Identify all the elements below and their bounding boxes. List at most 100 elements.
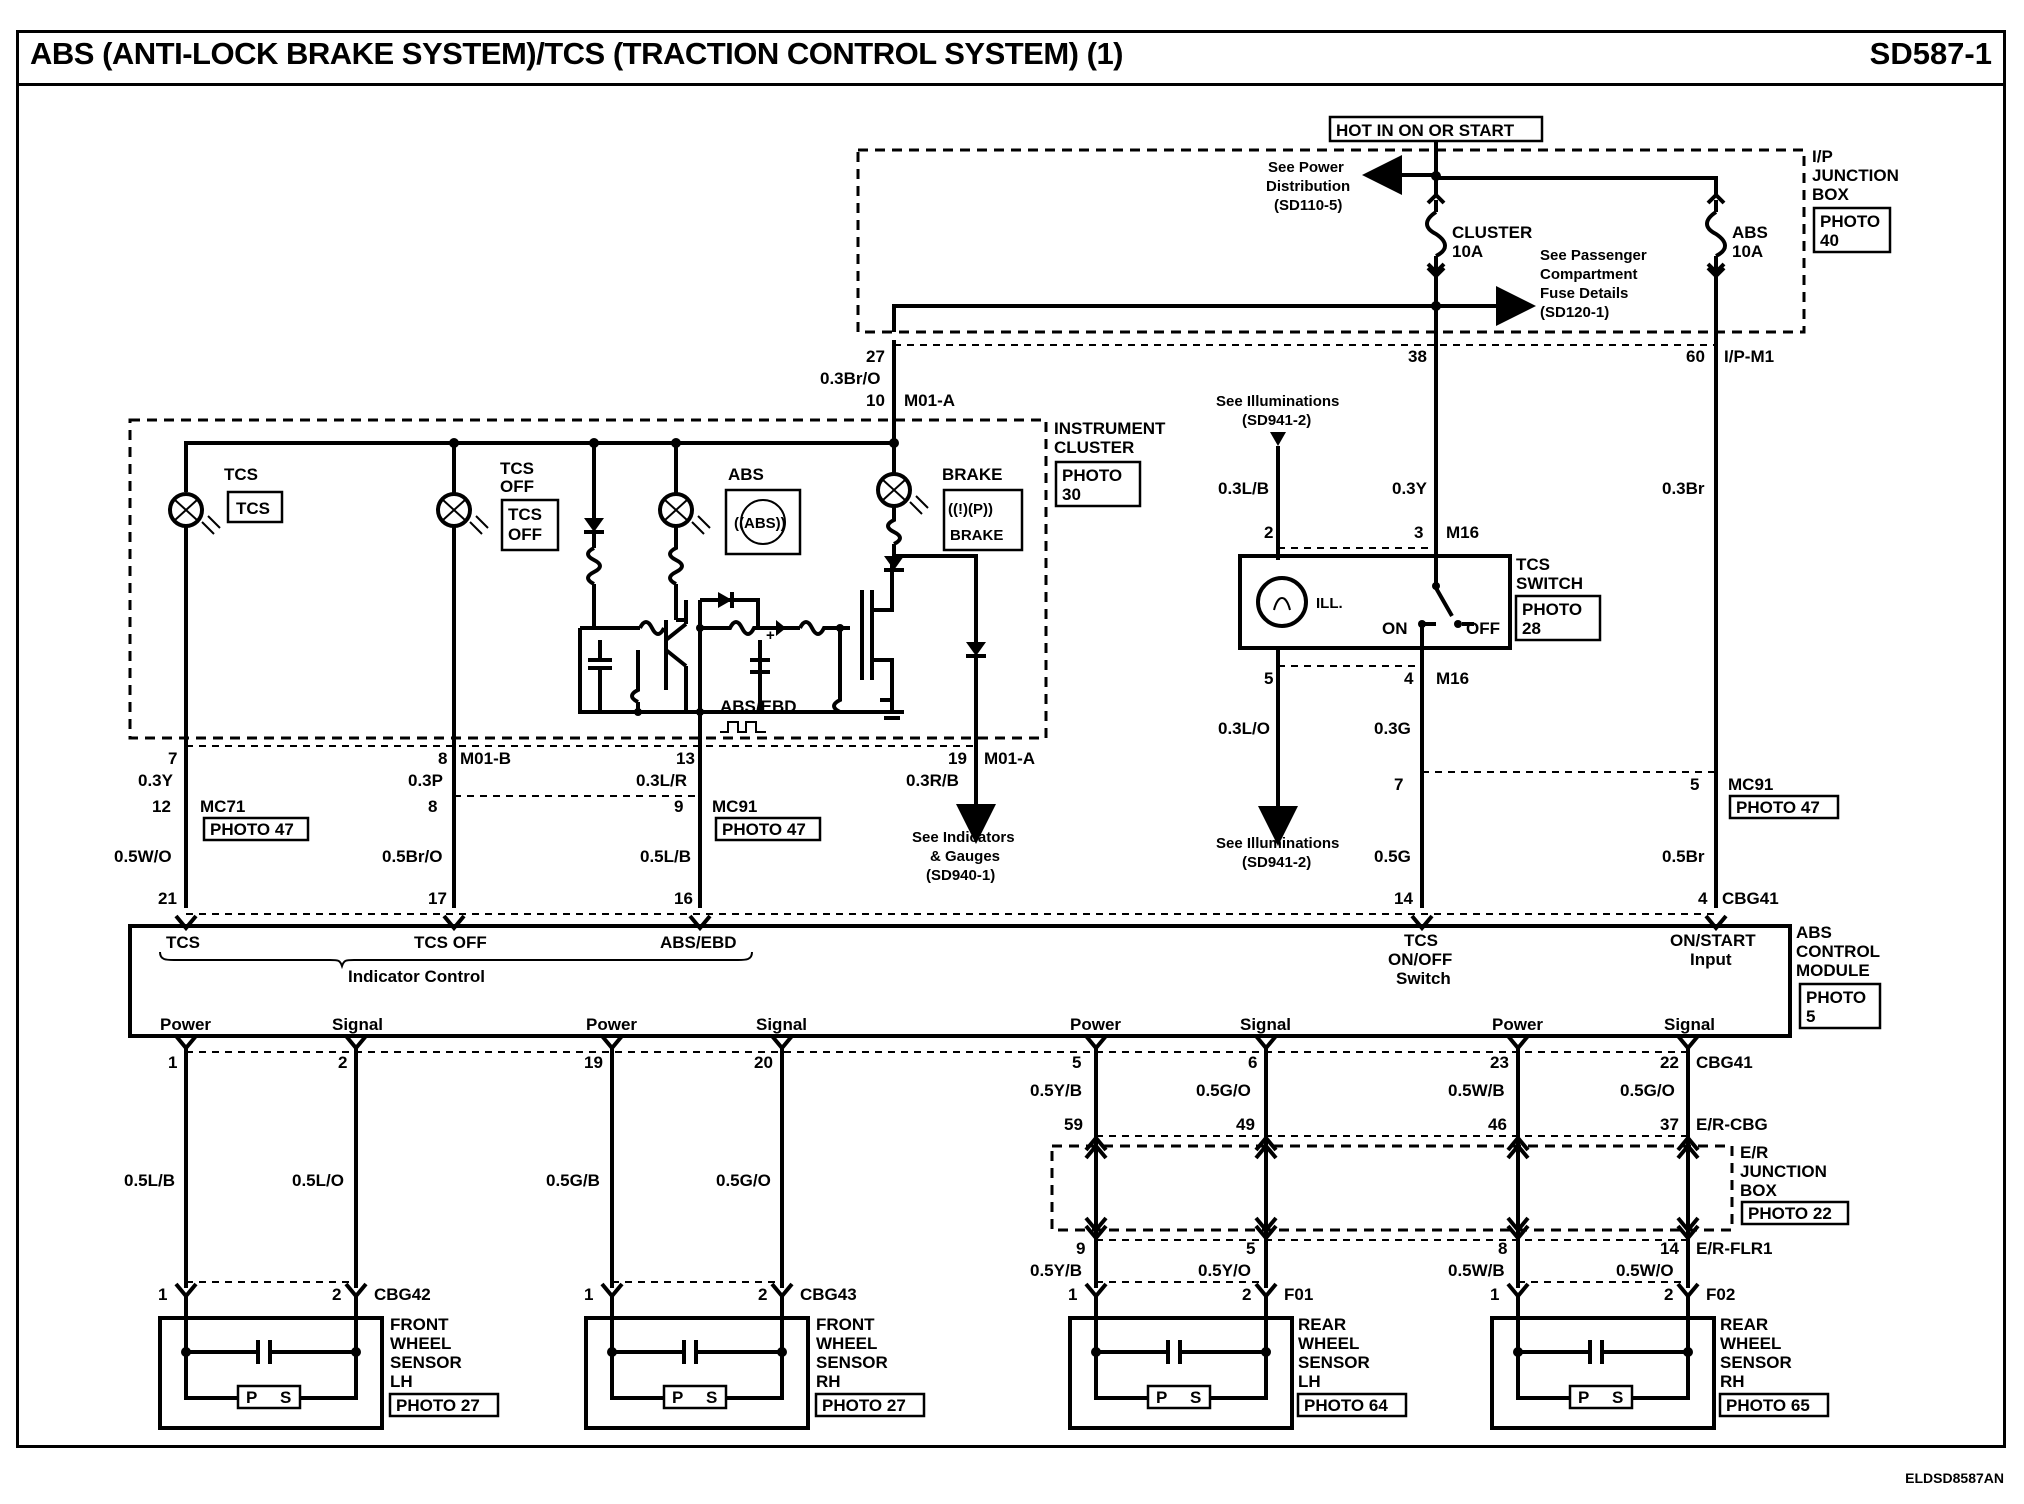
svg-text:TCS: TCS — [166, 933, 200, 952]
svg-text:Power: Power — [1492, 1015, 1543, 1034]
svg-text:PHOTO 47: PHOTO 47 — [210, 820, 294, 839]
svg-text:(SD941-2): (SD941-2) — [1242, 412, 1311, 429]
indicators-gauges-ref: See Indicators & Gauges (SD940-1) — [912, 829, 1015, 884]
svg-text:ON/START: ON/START — [1670, 931, 1756, 950]
svg-text:0.5Y/B: 0.5Y/B — [1030, 1081, 1082, 1100]
svg-text:Signal: Signal — [756, 1015, 807, 1034]
svg-text:13: 13 — [676, 749, 695, 768]
svg-text:2: 2 — [338, 1053, 347, 1072]
cluster-internal-bus — [184, 415, 896, 492]
tcs-switch-label: TCS SWITCH PHOTO 28 — [1514, 555, 1602, 642]
ip-junction-box-outline — [856, 148, 1806, 334]
svg-text:1: 1 — [158, 1285, 167, 1304]
svg-text:INSTRUMENT: INSTRUMENT — [1054, 419, 1166, 438]
svg-text:0.5W/O: 0.5W/O — [1616, 1261, 1674, 1280]
svg-text:20: 20 — [754, 1053, 773, 1072]
svg-text:2: 2 — [1264, 523, 1273, 542]
svg-text:(SD940-1): (SD940-1) — [926, 867, 995, 884]
svg-text:46: 46 — [1488, 1115, 1507, 1134]
svg-text:59: 59 — [1064, 1115, 1083, 1134]
svg-text:CONTROL: CONTROL — [1796, 942, 1880, 961]
svg-text:0.5Y/B: 0.5Y/B — [1030, 1261, 1082, 1280]
svg-text:27: 27 — [866, 347, 885, 366]
svg-text:SENSOR: SENSOR — [390, 1353, 462, 1372]
indicator-control-brace — [159, 951, 753, 970]
svg-text:SENSOR: SENSOR — [1298, 1353, 1370, 1372]
svg-text:37: 37 — [1660, 1115, 1679, 1134]
svg-text:WHEEL: WHEEL — [390, 1334, 451, 1353]
svg-text:16: 16 — [674, 889, 693, 908]
svg-text:((ABS)): ((ABS)) — [734, 515, 786, 532]
svg-text:I/P-M1: I/P-M1 — [1724, 347, 1774, 366]
tcs-onoff-label: TCS ON/OFF Switch — [1388, 931, 1452, 988]
svg-text:RH: RH — [816, 1372, 841, 1391]
brake-output-wire — [966, 654, 986, 732]
svg-text:22: 22 — [1660, 1053, 1679, 1072]
svg-text:0.5G/O: 0.5G/O — [1620, 1081, 1675, 1100]
svg-text:SENSOR: SENSOR — [816, 1353, 888, 1372]
svg-text:M01-B: M01-B — [460, 749, 511, 768]
svg-text:(SD110-5): (SD110-5) — [1274, 197, 1342, 214]
svg-text:M16: M16 — [1436, 669, 1469, 688]
svg-text:Signal: Signal — [1664, 1015, 1715, 1034]
rear-wheel-sensor-rh: 1 2 F02 P S REAR WHEEL SENSOR RH PHOTO 6… — [1490, 1281, 1830, 1430]
svg-text:0.5Br: 0.5Br — [1662, 847, 1705, 866]
svg-text:& Gauges: & Gauges — [930, 848, 1000, 865]
svg-text:OFF: OFF — [500, 477, 534, 496]
svg-text:CBG43: CBG43 — [800, 1285, 857, 1304]
svg-text:0.3Br: 0.3Br — [1662, 479, 1705, 498]
svg-text:(SD120-1): (SD120-1) — [1540, 304, 1609, 321]
svg-text:Compartment: Compartment — [1540, 266, 1638, 283]
svg-text:E/R-FLR1: E/R-FLR1 — [1696, 1239, 1773, 1258]
instrument-cluster-label: INSTRUMENT CLUSTER PHOTO 30 — [1054, 419, 1166, 508]
svg-text:8: 8 — [1498, 1239, 1507, 1258]
svg-text:9: 9 — [1076, 1239, 1085, 1258]
svg-text:38: 38 — [1408, 347, 1427, 366]
er-junction-box-outline — [1050, 1144, 1734, 1232]
svg-text:M01-A: M01-A — [984, 749, 1035, 768]
svg-text:2: 2 — [758, 1285, 767, 1304]
svg-text:ABS: ABS — [1796, 923, 1832, 942]
svg-text:0.5W/B: 0.5W/B — [1448, 1261, 1505, 1280]
svg-text:0.3L/R: 0.3L/R — [636, 771, 687, 790]
svg-text:WHEEL: WHEEL — [1298, 1334, 1359, 1353]
abs-module-top-pins — [174, 914, 1728, 932]
svg-text:MC91: MC91 — [1728, 775, 1773, 794]
svg-text:See Illuminations: See Illuminations — [1216, 393, 1339, 410]
svg-text:19: 19 — [948, 749, 967, 768]
cluster-diode-branch — [584, 443, 604, 628]
svg-text:4: 4 — [1698, 889, 1708, 908]
svg-text:0.3G: 0.3G — [1374, 719, 1411, 738]
svg-text:Distribution: Distribution — [1266, 178, 1350, 195]
svg-text:TCS OFF: TCS OFF — [414, 933, 487, 952]
svg-text:S: S — [706, 1388, 717, 1407]
svg-text:M01-A: M01-A — [904, 391, 955, 410]
svg-text:WHEEL: WHEEL — [816, 1334, 877, 1353]
svg-text:TCS: TCS — [1516, 555, 1550, 574]
svg-text:ABS: ABS — [1732, 223, 1768, 242]
svg-text:0.3Br/O: 0.3Br/O — [820, 369, 880, 388]
svg-text:(SD941-2): (SD941-2) — [1242, 854, 1311, 871]
svg-text:5: 5 — [1690, 775, 1699, 794]
svg-text:CLUSTER: CLUSTER — [1054, 438, 1134, 457]
svg-text:Signal: Signal — [1240, 1015, 1291, 1034]
svg-text:21: 21 — [158, 889, 177, 908]
svg-text:10A: 10A — [1452, 242, 1483, 261]
svg-text:ON: ON — [1382, 619, 1408, 638]
svg-text:MC71: MC71 — [200, 797, 245, 816]
brake-indicator-lamp: BRAKE ((!)(P)) BRAKE — [876, 465, 1024, 552]
svg-text:0.5W/B: 0.5W/B — [1448, 1081, 1505, 1100]
svg-text:0.5G: 0.5G — [1374, 847, 1411, 866]
svg-text:OFF: OFF — [508, 525, 542, 544]
svg-text:19: 19 — [584, 1053, 603, 1072]
svg-text:PHOTO 47: PHOTO 47 — [1736, 798, 1820, 817]
cluster-feed-wire — [892, 304, 1436, 332]
svg-text:PHOTO: PHOTO — [1062, 466, 1122, 485]
svg-text:BRAKE: BRAKE — [942, 465, 1002, 484]
tcs-indicator-lamp: TCS TCS — [168, 465, 284, 535]
svg-text:BOX: BOX — [1812, 185, 1850, 204]
svg-text:ABS/EBD: ABS/EBD — [720, 697, 797, 716]
svg-text:4: 4 — [1404, 669, 1414, 688]
svg-text:2: 2 — [332, 1285, 341, 1304]
svg-text:CBG41: CBG41 — [1696, 1053, 1753, 1072]
